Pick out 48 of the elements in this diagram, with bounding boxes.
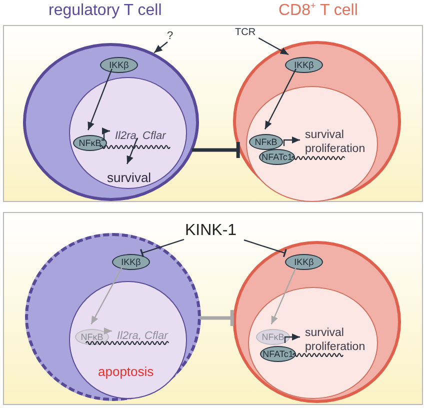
protein-oval	[260, 346, 296, 362]
protein-label: NFATc1	[262, 152, 292, 162]
panel-background	[3, 25, 423, 202]
panel-background	[3, 212, 423, 405]
arrow	[88, 68, 112, 130]
arrow	[154, 42, 168, 54]
protein-oval	[249, 134, 283, 150]
protein-label: NFκB	[80, 332, 104, 342]
column-title: regulatory T cell	[48, 2, 162, 20]
protein-oval	[256, 329, 290, 345]
outcome-label: survival	[107, 170, 152, 184]
protein-oval	[73, 135, 107, 151]
inhibition-line	[200, 308, 234, 328]
protein-label: IKKβ	[121, 257, 141, 267]
inhibition-line	[244, 239, 287, 258]
protein-oval	[285, 57, 323, 73]
protein-label: NFκB	[78, 138, 102, 148]
arrow	[284, 334, 300, 343]
inhibition-line	[140, 238, 184, 258]
arrow	[270, 266, 298, 324]
arrow	[90, 266, 124, 324]
protein-oval	[75, 329, 109, 345]
arrow	[102, 128, 110, 141]
arrow	[258, 37, 289, 56]
gene-label: Il2ra, Cflar	[117, 330, 168, 342]
outcome-label: survival proliferation	[305, 128, 366, 156]
outcome-label: apoptosis	[98, 364, 154, 378]
arrow	[264, 68, 297, 130]
protein-oval	[285, 254, 323, 270]
protein-label: IKKβ	[109, 60, 129, 70]
protein-label: IKKβ	[294, 60, 314, 70]
protein-label: NFATc1	[262, 349, 294, 359]
protein-label: NFκB	[262, 332, 284, 342]
inhibition-line	[192, 140, 240, 160]
arrow	[104, 328, 112, 334]
protein-oval	[259, 149, 295, 165]
protein-oval	[112, 254, 150, 270]
question-mark: ?	[167, 30, 174, 42]
outcome-label: survival proliferation	[305, 326, 366, 354]
protein-label: IKKβ	[294, 257, 314, 267]
protein-oval	[100, 57, 138, 73]
arrow	[126, 138, 138, 164]
column-title: CD8$^{+}$ T cell	[278, 2, 358, 20]
inhibitor-label: KINK-1	[185, 222, 237, 240]
protein-label: NFκB	[254, 137, 278, 147]
receptor-label: TCR	[235, 27, 256, 38]
gene-label: Il2ra, Cflar	[115, 130, 166, 142]
arrow	[283, 136, 300, 146]
